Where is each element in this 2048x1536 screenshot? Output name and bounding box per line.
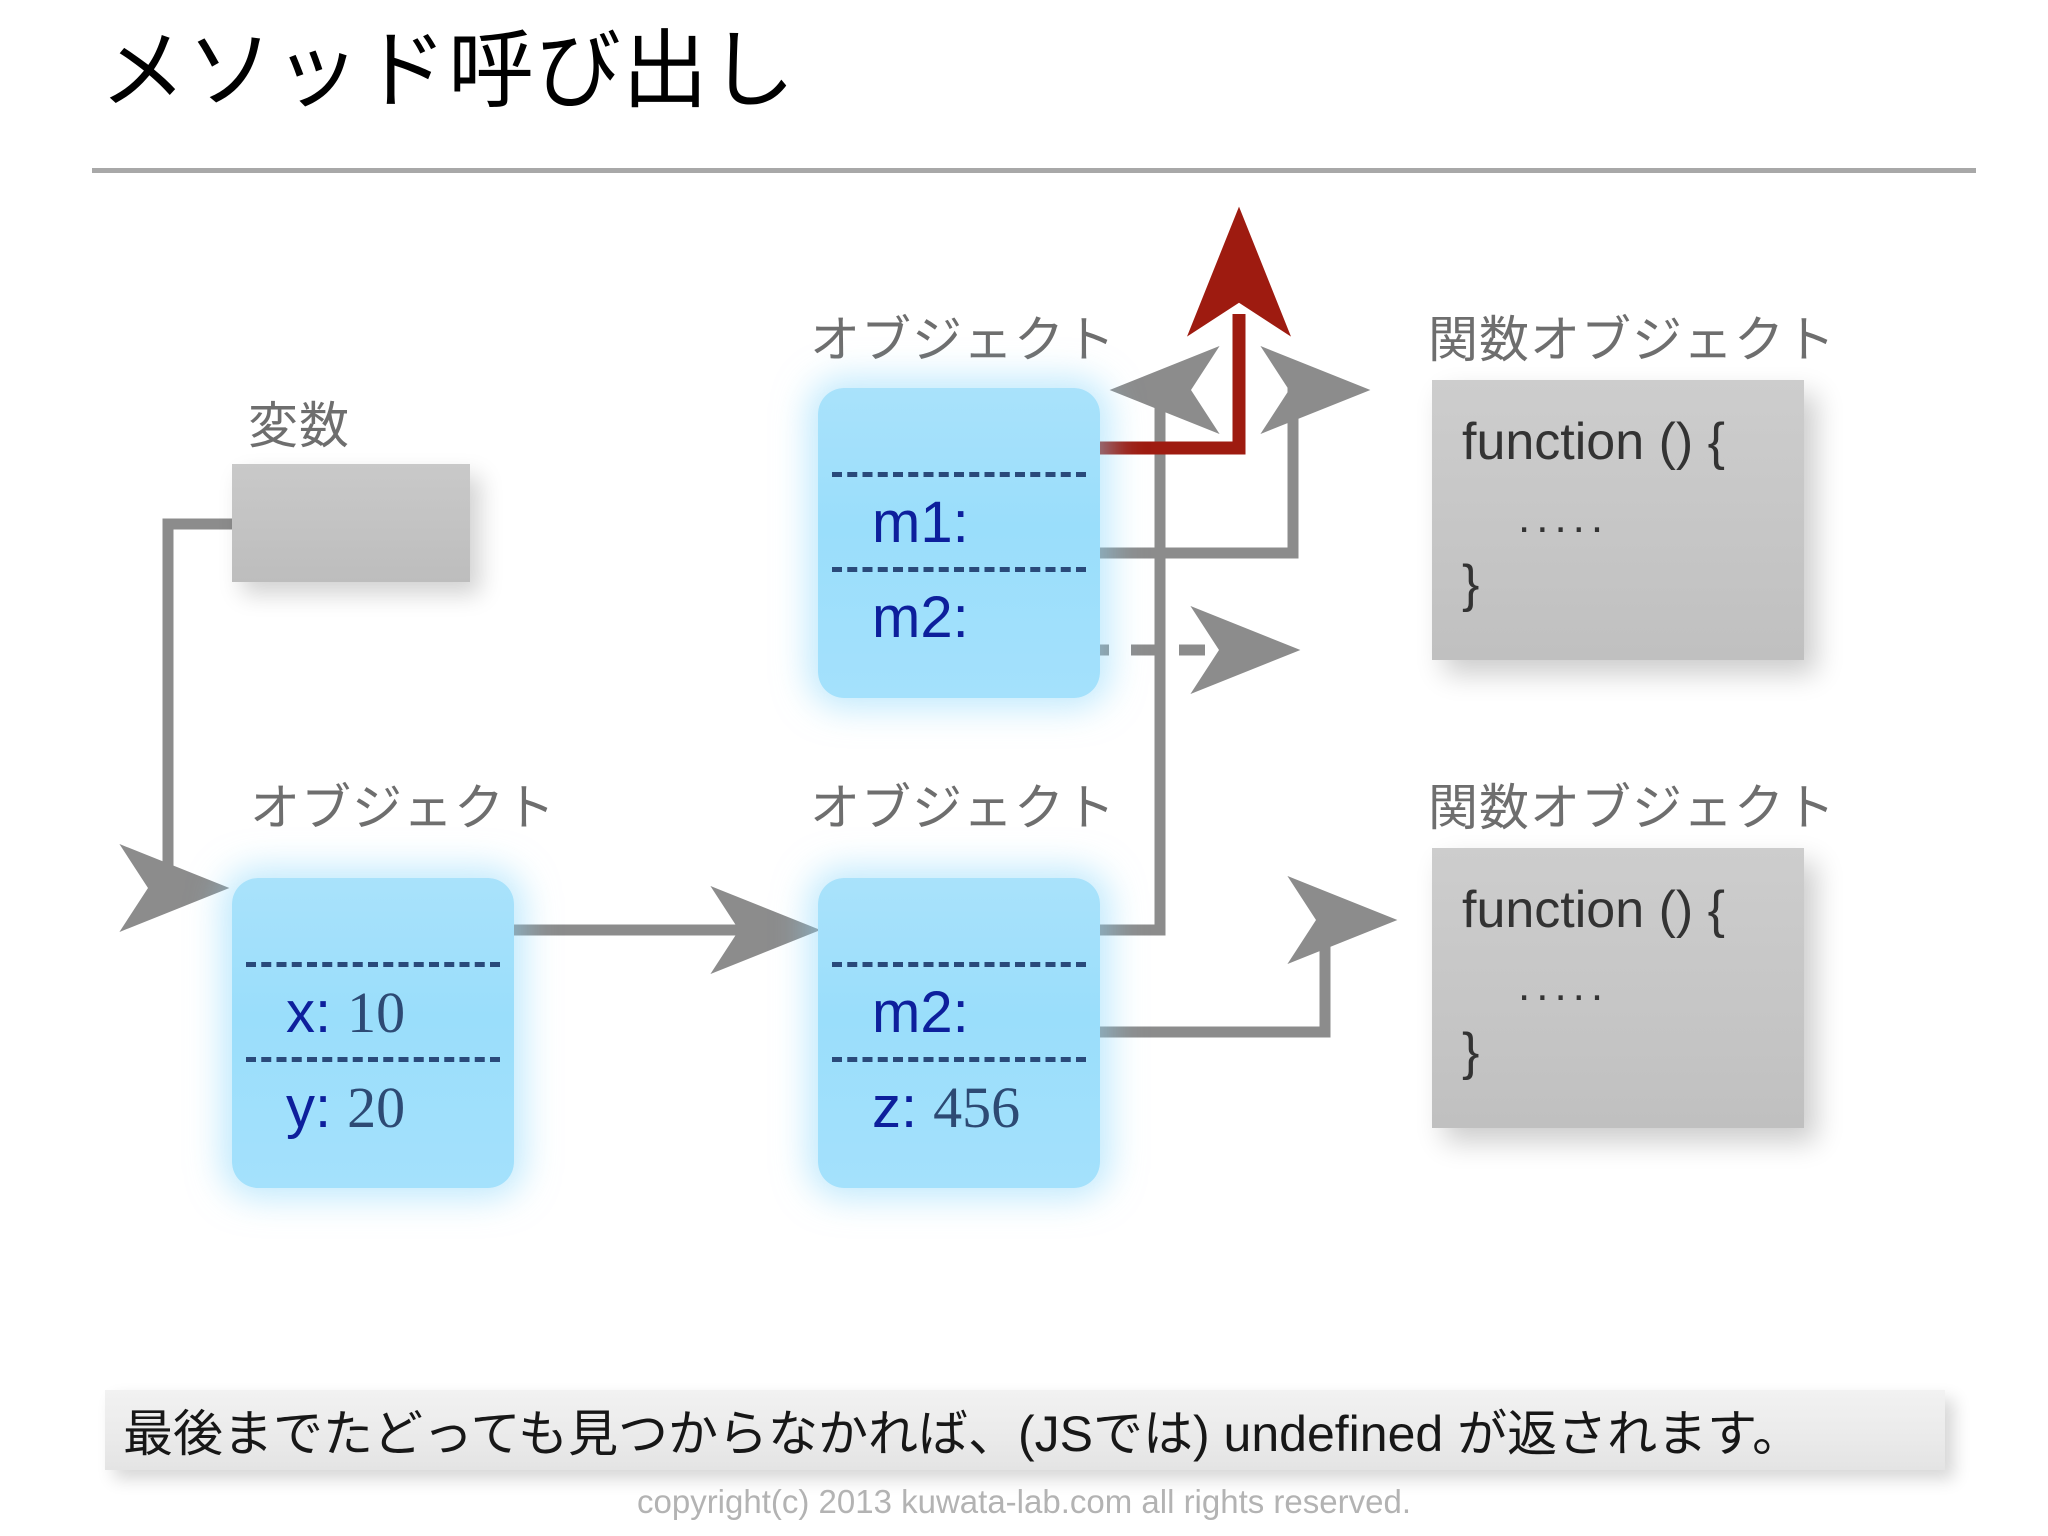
object-box-proto2: m2: z: 456 bbox=[818, 878, 1100, 1188]
property-key: m2: bbox=[872, 584, 969, 650]
property-key: z: bbox=[872, 1074, 918, 1140]
caption-bar: 最後までたどっても見つからなかれば、(JSでは) undefined が返されま… bbox=[105, 1390, 1945, 1470]
property-value: 20 bbox=[347, 1074, 406, 1140]
property-key: m1: bbox=[872, 489, 969, 555]
object-row-m2: m2: bbox=[818, 967, 1100, 1057]
title-divider bbox=[92, 168, 1976, 173]
object-row-m1: m1: bbox=[818, 477, 1100, 567]
function-code-line-3: } bbox=[1462, 555, 1480, 613]
function-code-line-1: function () { bbox=[1462, 881, 1726, 939]
object-row-z: z: 456 bbox=[818, 1062, 1100, 1152]
property-value: 456 bbox=[933, 1074, 1021, 1140]
variable-box bbox=[232, 464, 470, 582]
function-object-box-1: function () { ..... } bbox=[1432, 380, 1804, 660]
label-object-point: オブジェクト bbox=[250, 780, 556, 836]
object-separator bbox=[832, 567, 1086, 572]
object-header-slot bbox=[818, 388, 1100, 472]
object-box-proto1: m1: m2: bbox=[818, 388, 1100, 698]
property-key: y: bbox=[286, 1074, 332, 1140]
label-variable: 変数 bbox=[248, 398, 350, 454]
function-code-line-2: ..... bbox=[1518, 961, 1610, 1010]
function-code-line-1: function () { bbox=[1462, 413, 1726, 471]
object-header-slot bbox=[232, 878, 514, 962]
label-object-proto1: オブジェクト bbox=[810, 312, 1116, 368]
label-function-object-2: 関数オブジェクト bbox=[1428, 780, 1836, 836]
function-code-line-3: } bbox=[1462, 1023, 1480, 1081]
object-box-point: x: 10 y: 20 bbox=[232, 878, 514, 1188]
object-separator bbox=[246, 1057, 500, 1062]
object-separator bbox=[832, 962, 1086, 967]
property-value: 10 bbox=[347, 979, 406, 1045]
property-key: x: bbox=[286, 979, 332, 1045]
label-function-object-1: 関数オブジェクト bbox=[1428, 312, 1836, 368]
object-row-m2: m2: bbox=[818, 572, 1100, 662]
property-key: m2: bbox=[872, 979, 969, 1045]
object-separator bbox=[832, 472, 1086, 477]
page-title: メソッド呼び出し bbox=[100, 23, 796, 119]
object-separator bbox=[246, 962, 500, 967]
function-object-box-2: function () { ..... } bbox=[1432, 848, 1804, 1128]
copyright-text: copyright(c) 2013 kuwata-lab.com all rig… bbox=[636, 1483, 1411, 1520]
object-header-slot bbox=[818, 878, 1100, 962]
object-row-x: x: 10 bbox=[232, 967, 514, 1057]
function-code-line-2: ..... bbox=[1518, 493, 1610, 542]
label-object-proto2: オブジェクト bbox=[810, 780, 1116, 836]
caption-text: 最後までたどっても見つからなかれば、(JSでは) undefined が返されま… bbox=[123, 1406, 1803, 1462]
object-row-y: y: 20 bbox=[232, 1062, 514, 1152]
object-separator bbox=[832, 1057, 1086, 1062]
